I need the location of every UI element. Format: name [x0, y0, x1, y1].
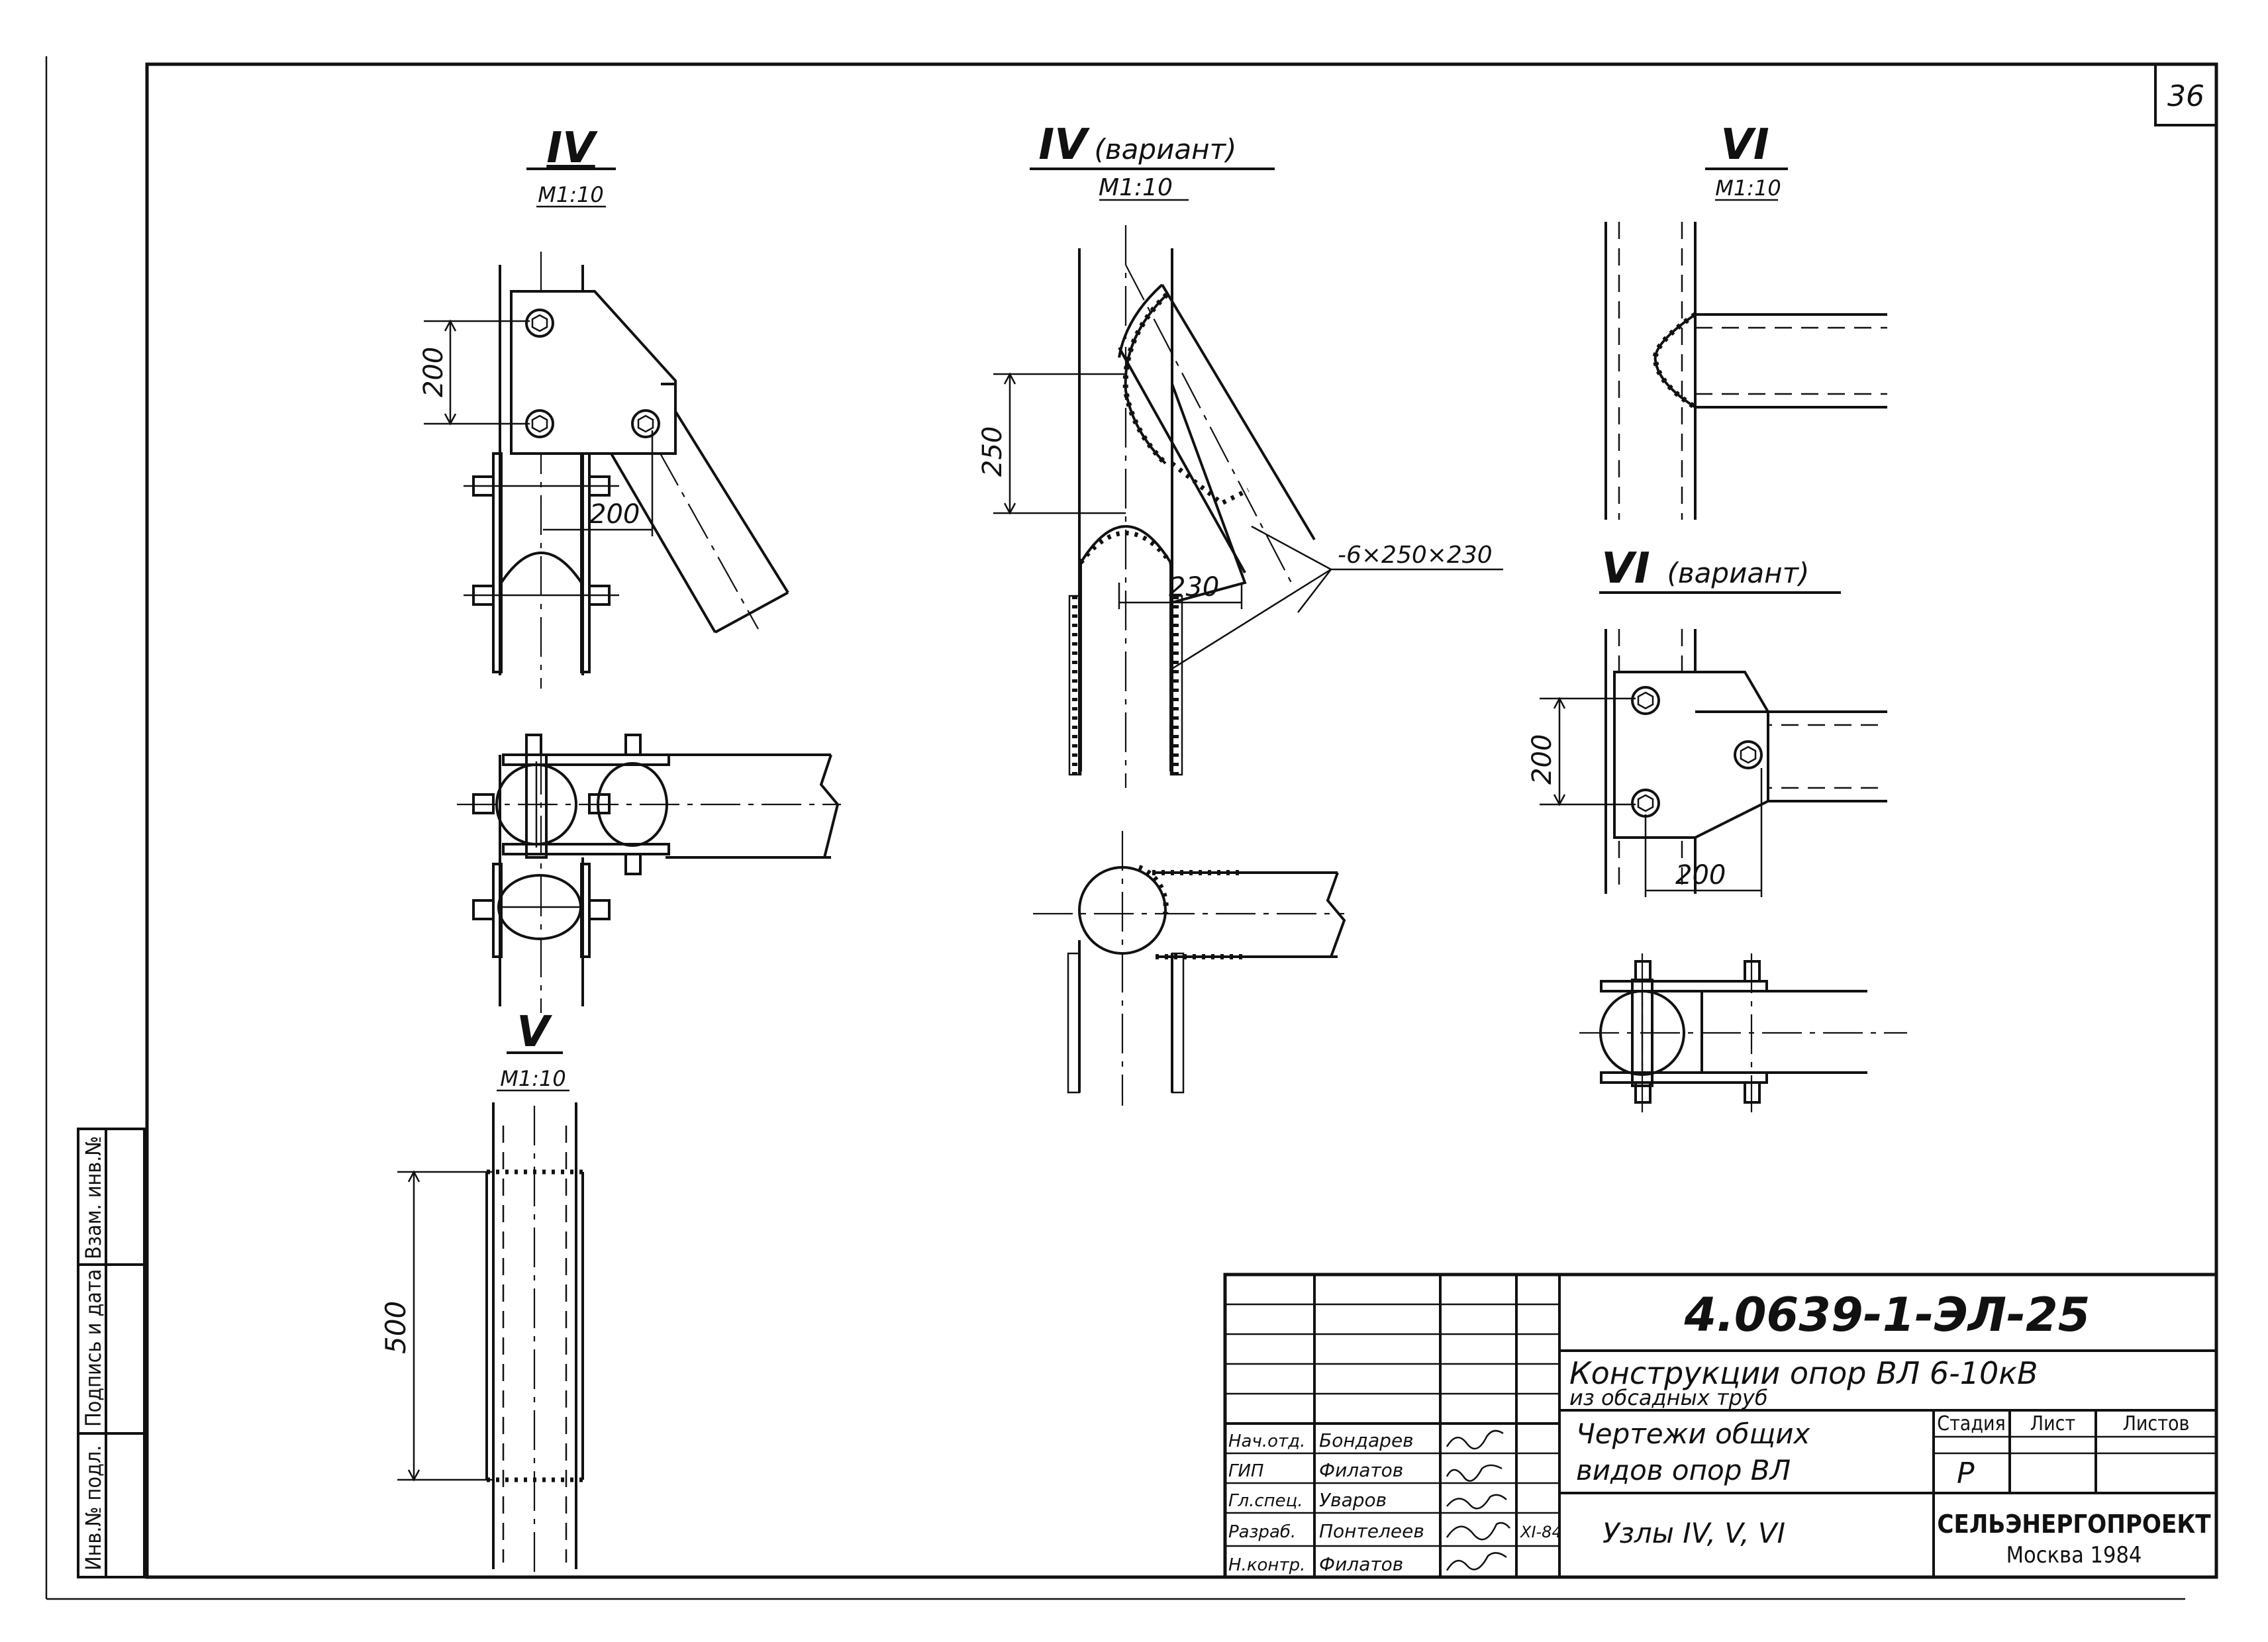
bolt — [631, 409, 660, 438]
org-city-year: Москва 1984 — [2006, 1542, 2142, 1569]
view-iv-variant-dim-horizontal: 230 — [1169, 572, 1219, 603]
sign-name: Бондарев — [1319, 1429, 1414, 1451]
sheet-subtitle: Узлы IV, V, VI — [1602, 1517, 1785, 1549]
sheet-frame — [45, 56, 2218, 1600]
stage-value: Р — [1957, 1457, 1975, 1490]
sheet-header: Лист — [2030, 1412, 2075, 1435]
bolt — [1631, 686, 1660, 715]
view-iv-scale: М1:10 — [538, 182, 603, 207]
sign-role: Нач.отд. — [1228, 1431, 1305, 1451]
page-number: 36 — [2167, 79, 2204, 113]
view-iv-variant-plate-callout: -6×250×230 — [1338, 542, 1493, 569]
sign-name: Уваров — [1319, 1489, 1387, 1511]
sheet-title-line2: видов опор ВЛ — [1576, 1454, 1791, 1486]
sign-role: Н.контр. — [1228, 1555, 1305, 1575]
view-v: V М1:10 500 — [379, 1008, 584, 1576]
bolt — [1734, 740, 1763, 769]
side-stamp: Инв.№ подл. Подпись и дата Взам. инв.№ — [77, 1128, 146, 1578]
doc-code: 4.0639-1-ЭЛ-25 — [1684, 1288, 2091, 1342]
sign-role: Гл.спец. — [1228, 1491, 1303, 1511]
view-vi-variant-suffix: (вариант) — [1667, 557, 1810, 589]
project-title-line1: Конструкции опор ВЛ 6-10кВ — [1569, 1355, 2038, 1391]
view-vi: VI М1:10 — [1604, 121, 1887, 520]
view-vi-variant-dim-vertical: 200 — [1527, 734, 1557, 785]
side-stamp-inv: Инв.№ подл. — [81, 1445, 106, 1570]
view-v-title: V — [517, 1008, 552, 1057]
page-number-box: 36 — [2154, 63, 2218, 126]
view-iv-dim-horizontal: 200 — [589, 499, 640, 530]
view-vi-variant-dim-horizontal: 200 — [1675, 860, 1726, 891]
view-vi-variant-title: VI — [1601, 544, 1650, 593]
project-title-line2: из обсадных труб — [1569, 1385, 1768, 1410]
sheets-header: Листов — [2123, 1412, 2190, 1435]
view-v-scale: М1:10 — [500, 1066, 566, 1091]
view-iv-variant-scale: М1:10 — [1099, 174, 1173, 201]
sheet-title-line1: Чертежи общих — [1576, 1418, 1811, 1450]
view-vi-title: VI — [1720, 121, 1769, 169]
side-stamp-replace: Взам. инв.№ — [81, 1136, 106, 1259]
view-iv-variant-title: IV — [1038, 121, 1090, 169]
sign-role: ГИП — [1228, 1461, 1264, 1481]
bolt — [525, 309, 554, 338]
sign-name: Филатов — [1319, 1553, 1403, 1575]
view-iv-title: IV — [546, 124, 598, 173]
view-v-dim-vertical: 500 — [379, 1301, 412, 1354]
view-vi-variant: VI (вариант) 200 200 — [1527, 544, 1907, 1112]
view-iv-variant: IV (вариант) М1:10 250 — [977, 121, 1503, 1106]
view-iv-variant-suffix: (вариант) — [1095, 133, 1237, 166]
stage-header: Стадия — [1937, 1412, 2006, 1435]
view-iv: IV М1:10 — [419, 124, 841, 1013]
side-stamp-sign: Подпись и дата — [81, 1269, 106, 1427]
signature-scribbles — [1446, 1429, 1510, 1571]
title-block: 4.0639-1-ЭЛ-25 Конструкции опор ВЛ 6-10к… — [1223, 1273, 2218, 1579]
sign-role: Разраб. — [1228, 1522, 1296, 1542]
view-vi-scale: М1:10 — [1715, 175, 1781, 201]
view-iv-variant-dim-vertical: 250 — [977, 426, 1008, 477]
view-iv-dim-vertical: 200 — [419, 347, 449, 397]
sign-name: Филатов — [1319, 1459, 1403, 1481]
org-name: СЕЛЬЭНЕРГОПРОЕКТ — [1937, 1510, 2211, 1539]
sign-name: Понтелеев — [1319, 1520, 1424, 1542]
sign-date: XI-84 — [1519, 1523, 1562, 1541]
